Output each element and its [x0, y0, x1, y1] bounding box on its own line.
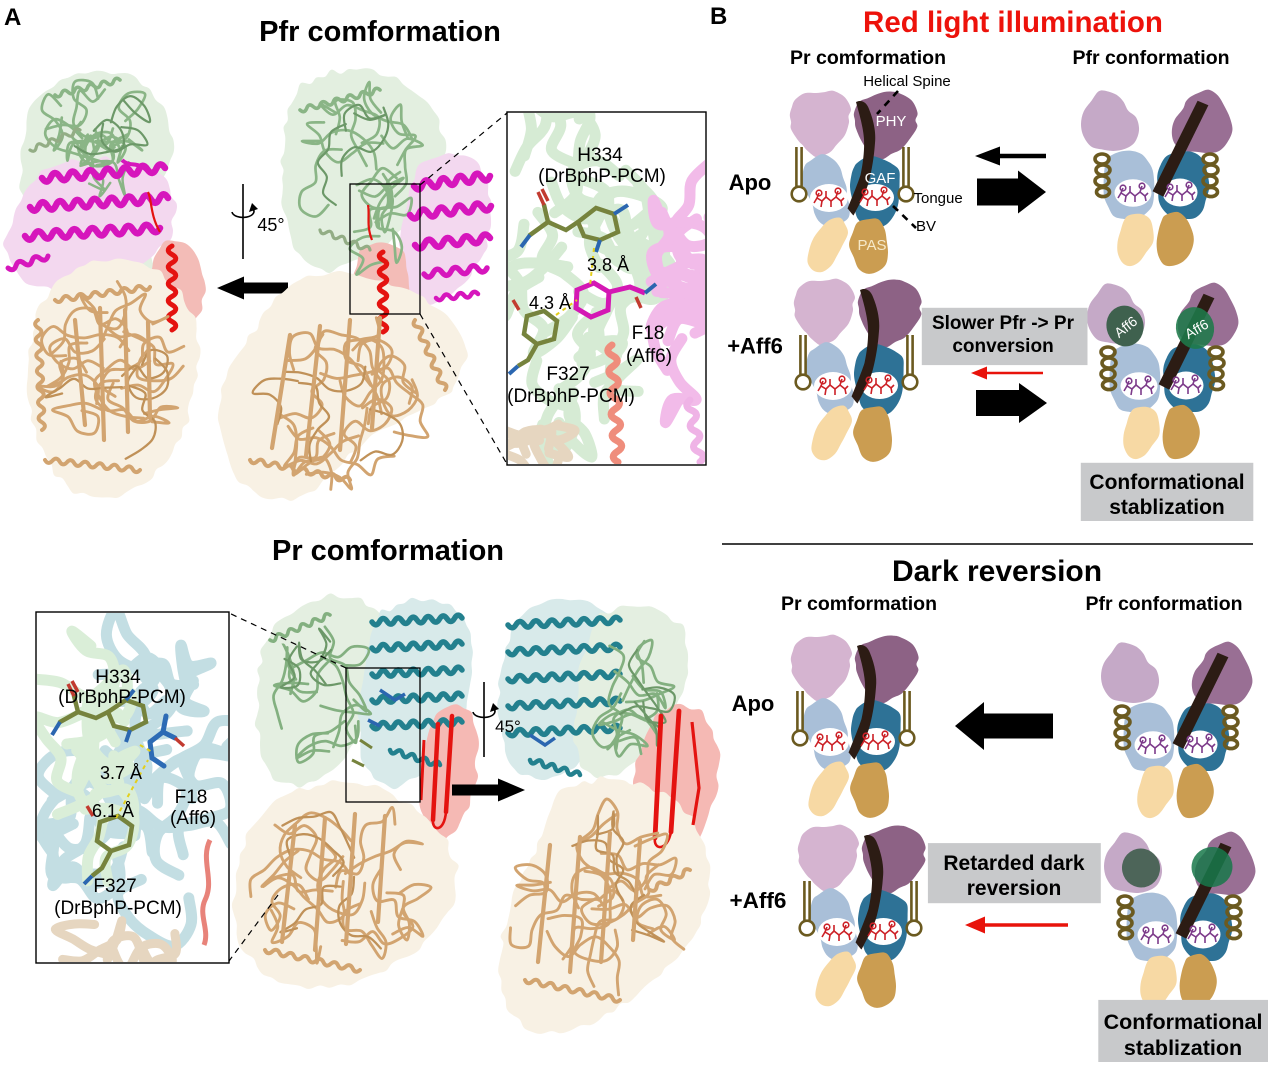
svg-text:BV: BV: [916, 218, 936, 235]
svg-text:H334: H334: [577, 145, 623, 166]
svg-text:Apo: Apo: [732, 691, 775, 716]
svg-text:Red light illumination: Red light illumination: [863, 6, 1163, 39]
svg-text:A: A: [4, 4, 21, 31]
svg-text:Conformational: Conformational: [1089, 471, 1244, 494]
svg-text:F18: F18: [175, 787, 208, 808]
svg-text:+Aff6: +Aff6: [730, 888, 787, 913]
svg-text:F327: F327: [546, 364, 589, 385]
svg-text:Helical Spine: Helical Spine: [863, 73, 951, 90]
svg-text:(DrBphP-PCM): (DrBphP-PCM): [507, 386, 635, 407]
svg-text:Conformational: Conformational: [1104, 1010, 1263, 1034]
svg-text:(DrBphP-PCM): (DrBphP-PCM): [54, 898, 182, 919]
svg-text:Apo: Apo: [729, 170, 772, 195]
svg-text:(Aff6): (Aff6): [170, 808, 216, 829]
svg-text:(DrBphP-PCM): (DrBphP-PCM): [58, 687, 186, 708]
svg-text:45°: 45°: [495, 717, 521, 736]
svg-text:Retarded dark: Retarded dark: [943, 852, 1085, 875]
svg-text:Tongue: Tongue: [914, 190, 963, 207]
svg-text:F327: F327: [93, 876, 136, 897]
svg-text:H334: H334: [95, 667, 141, 688]
svg-text:stablization: stablization: [1109, 496, 1225, 519]
svg-text:3.7 Å: 3.7 Å: [100, 763, 142, 783]
svg-text:+Aff6: +Aff6: [727, 334, 783, 359]
svg-text:3.8 Å: 3.8 Å: [587, 255, 629, 275]
svg-text:PHY: PHY: [876, 113, 907, 130]
svg-text:Pr comformation: Pr comformation: [272, 535, 504, 567]
svg-text:stablization: stablization: [1124, 1036, 1242, 1060]
svg-text:(DrBphP-PCM): (DrBphP-PCM): [538, 166, 666, 187]
svg-text:Pfr conformation: Pfr conformation: [1085, 593, 1242, 615]
svg-text:conversion: conversion: [952, 336, 1053, 357]
svg-text:Slower Pfr -> Pr: Slower Pfr -> Pr: [932, 313, 1075, 334]
svg-text:F18: F18: [632, 323, 665, 344]
svg-text:45°: 45°: [257, 215, 284, 235]
svg-text:GAF: GAF: [865, 170, 896, 187]
svg-text:(Aff6): (Aff6): [626, 346, 672, 367]
svg-text:Dark reversion: Dark reversion: [892, 555, 1102, 588]
svg-text:Pr comformation: Pr comformation: [790, 47, 946, 69]
svg-text:Pr comformation: Pr comformation: [781, 593, 937, 615]
svg-text:6.1 Å: 6.1 Å: [92, 801, 134, 821]
svg-text:reversion: reversion: [967, 877, 1062, 900]
svg-text:4.3 Å: 4.3 Å: [529, 293, 571, 313]
svg-text:B: B: [710, 3, 727, 30]
svg-text:PAS: PAS: [858, 237, 887, 254]
svg-text:Pfr conformation: Pfr conformation: [1072, 47, 1229, 69]
svg-text:Pfr comformation: Pfr comformation: [259, 16, 501, 48]
